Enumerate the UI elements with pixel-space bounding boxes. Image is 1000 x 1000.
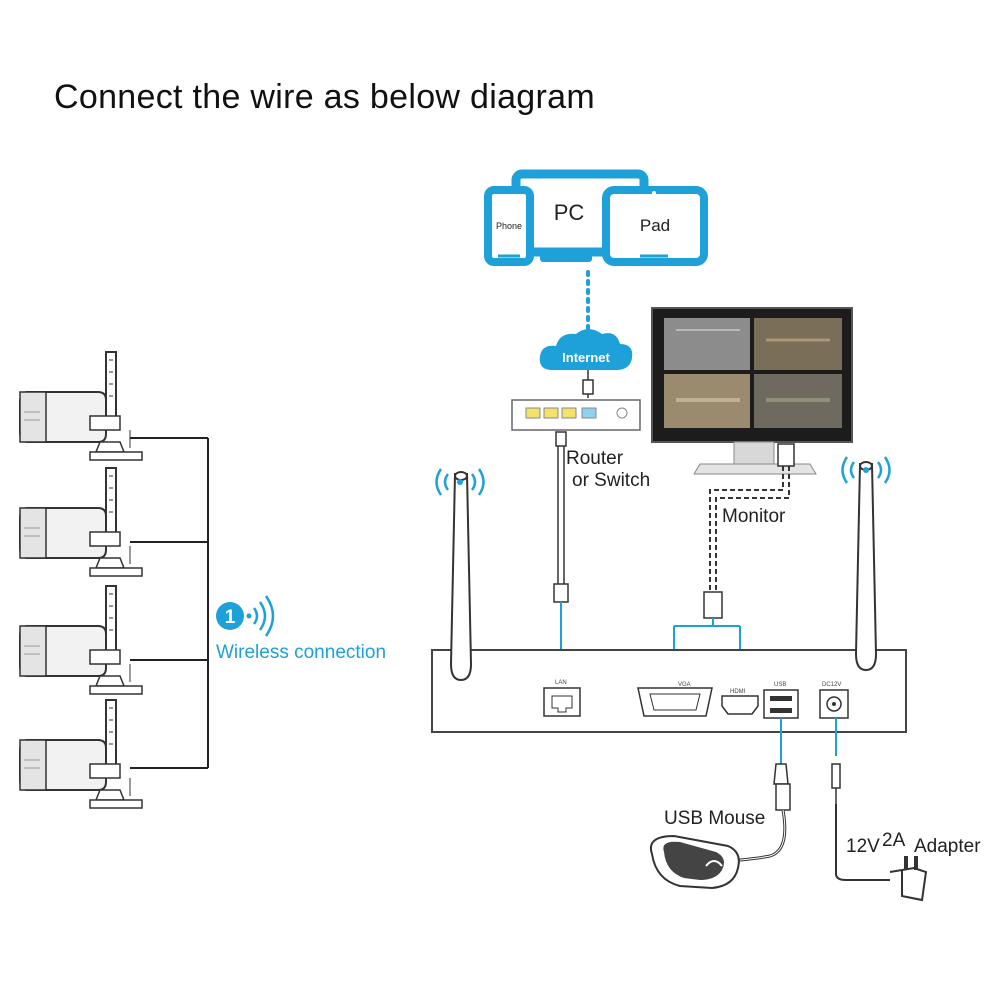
- usb-port-label: USB: [774, 682, 786, 688]
- camera-1-icon: [19, 351, 143, 461]
- hdmi-port-label: HDMI: [730, 689, 746, 695]
- wireless-badge-number: 1: [225, 607, 236, 628]
- wireless-connection-label: Wireless connection: [216, 642, 387, 663]
- adapter-word-label: Adapter: [914, 836, 981, 857]
- hdmi-port: [721, 695, 759, 715]
- camera-3-icon: [19, 585, 143, 695]
- nvr-box: [431, 649, 907, 733]
- internet-label: Internet: [562, 350, 610, 365]
- internet-cable: [582, 370, 594, 398]
- camera-bus-lines: [130, 437, 209, 769]
- phone-icon: [484, 186, 534, 266]
- adapter-icon: [889, 856, 928, 902]
- nvr-left-antenna: [450, 471, 472, 681]
- wireless-badge-icon: [216, 595, 275, 637]
- pad-label: Pad: [640, 216, 670, 235]
- mouse-icon: [650, 834, 740, 890]
- cloud-icon: [539, 329, 633, 370]
- pc-label: PC: [554, 200, 585, 225]
- monitor-label: Monitor: [722, 506, 786, 527]
- adapter-current-label: 2A: [882, 830, 906, 851]
- camera-2-icon: [19, 467, 143, 577]
- monitor-icon: [651, 307, 853, 475]
- usb-mouse-label: USB Mouse: [664, 808, 766, 829]
- power-port: [819, 689, 849, 719]
- power-cable: [831, 718, 890, 881]
- power-port-label: DC12V: [822, 682, 841, 688]
- vga-port-label: VGA: [678, 682, 691, 688]
- phone-label: Phone: [496, 221, 522, 231]
- usb-port: [763, 689, 799, 719]
- camera-4-icon: [19, 699, 143, 809]
- router-icon: [511, 399, 641, 431]
- lan-port-label: LAN: [555, 680, 567, 686]
- page-title: Connect the wire as below diagram: [54, 78, 595, 116]
- router-label-line1: Router: [566, 448, 624, 469]
- pad-icon: [602, 186, 708, 266]
- lan-port: [543, 687, 581, 717]
- nvr-right-antenna: [855, 461, 877, 671]
- adapter-voltage-label: 12V: [846, 836, 880, 857]
- router-label-line2: or Switch: [572, 470, 651, 491]
